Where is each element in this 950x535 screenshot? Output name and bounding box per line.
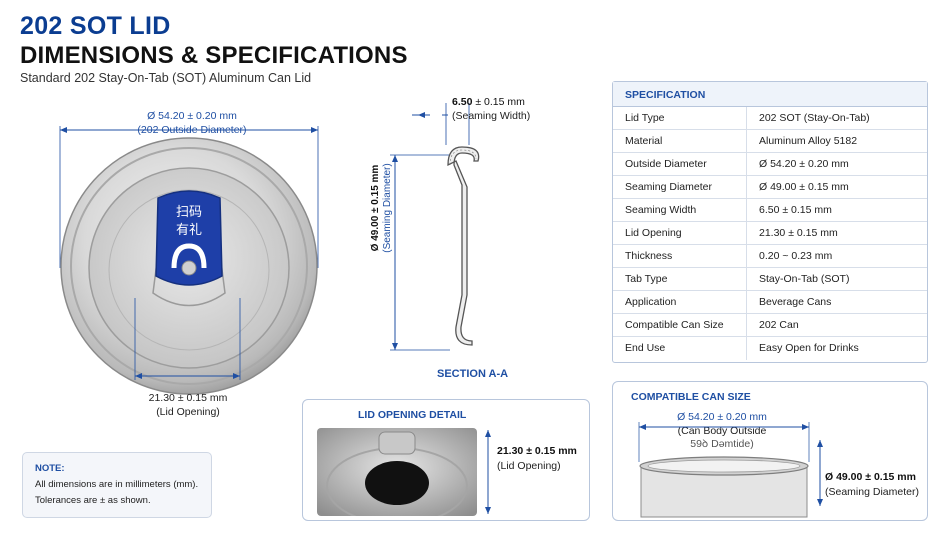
spec-value: 6.50 ± 0.15 mm [759, 204, 832, 216]
opening-detail-dimline [485, 430, 491, 514]
spec-key: Seaming Width [613, 199, 747, 221]
note-box: NOTE: All dimensions are in millimeters … [22, 452, 212, 518]
seaming-width-label: (Seaming Width) [452, 110, 531, 122]
spec-value: Aluminum Alloy 5182 [759, 135, 858, 147]
seaming-width-tol: ± 0.15 mm [475, 96, 525, 108]
opening-detail-label: (Lid Opening) [497, 460, 561, 472]
spec-value: Easy Open for Drinks [759, 342, 859, 354]
seaming-width-dim: 6.50 ± 0.15 mm [452, 96, 525, 108]
spec-row: Application Beverage Cans [613, 291, 927, 314]
spec-rows: Lid Type 202 SOT (Stay-On-Tab) Material Al… [613, 107, 927, 360]
spec-row: Tab Type Stay-On-Tab (SOT) [613, 268, 927, 291]
note-line1: All dimensions are in millimeters (mm). [35, 479, 199, 490]
compatible-diameter-value: Ø 54.20 ± 0.20 mm [677, 411, 767, 423]
page-title: 202 SOT LID [20, 12, 171, 40]
tab-text-line1: 扫码 [176, 205, 202, 220]
lid-top-view: 扫码 有礼 [59, 126, 319, 395]
spec-value: Beverage Cans [759, 296, 832, 308]
spec-key: Lid Type [613, 107, 747, 129]
spec-row: Outside Diameter Ø 54.20 ± 0.20 mm [613, 153, 927, 176]
section-caption: SECTION A-A [437, 368, 509, 380]
compatible-seaming-label: (Seaming Diameter) [825, 486, 919, 498]
spec-key: Tab Type [613, 268, 747, 290]
spec-key: End Use [613, 337, 747, 360]
section-drawing [390, 103, 480, 351]
compatible-can-panel: COMPATIBLE CAN SIZE Ø 54.20 ± 0.20 mm (C… [612, 381, 928, 521]
compatible-seaming-value: Ø 49.00 ± 0.15 mm [825, 471, 916, 483]
note-line2: Tolerances are ± as shown. [35, 495, 151, 506]
spec-key: Seaming Diameter [613, 176, 747, 198]
can-seaming-dimline [817, 440, 823, 506]
compatible-label-line2: 59ꝺ Dǝmtide) [690, 438, 754, 450]
spec-row: Lid Opening 21.30 ± 0.15 mm [613, 222, 927, 245]
spec-row: Seaming Width 6.50 ± 0.15 mm [613, 199, 927, 222]
spec-value: 202 Can [759, 319, 799, 331]
compatible-title: COMPATIBLE CAN SIZE [631, 391, 751, 403]
lid-opening-detail-title: LID OPENING DETAIL [358, 409, 467, 421]
seaming-diameter-value: Ø 49.00 ± 0.15 mm [370, 164, 381, 252]
specification-table: SPECIFICATION Lid Type 202 SOT (Stay-On-T… [612, 81, 928, 363]
seaming-diameter-label: (Seaming Diameter) [382, 163, 393, 253]
spec-value: Ø 49.00 ± 0.15 mm [759, 181, 849, 193]
spec-key: Compatible Can Size [613, 314, 747, 336]
can-body-drawing [638, 422, 810, 518]
spec-key: Lid Opening [613, 222, 747, 244]
opening-detail-value: 21.30 ± 0.15 mm [497, 445, 577, 457]
spec-row: End Use Easy Open for Drinks [613, 337, 927, 360]
spec-key: Thickness [613, 245, 747, 267]
note-title: NOTE: [35, 463, 65, 474]
spec-value: Ø 54.20 ± 0.20 mm [759, 158, 849, 170]
spec-row: Thickness 0.20 ~ 0.23 mm [613, 245, 927, 268]
specification-title: SPECIFICATION [613, 82, 927, 107]
spec-row: Compatible Can Size 202 Can [613, 314, 927, 337]
tab-text-line2: 有礼 [176, 222, 202, 238]
lid-opening-value: 21.30 ± 0.15 mm [148, 392, 228, 404]
spec-key: Application [613, 291, 747, 313]
spec-key: Material [613, 130, 747, 152]
spec-key: Outside Diameter [613, 153, 747, 175]
lid-opening-detail-panel: LID OPENING DETAIL 21.30 ± 0.15 mm (Lid … [302, 399, 590, 521]
lid-opening-photo [317, 428, 477, 516]
spec-value: Stay-On-Tab (SOT) [759, 273, 850, 285]
spec-row: Lid Type 202 SOT (Stay-On-Tab) [613, 107, 927, 130]
spec-value: 0.20 ~ 0.23 mm [759, 250, 833, 262]
seaming-width-value: 6.50 [452, 96, 473, 108]
spec-row: Material Aluminum Alloy 5182 [613, 130, 927, 153]
lid-opening-label: (Lid Opening) [156, 406, 220, 418]
compatible-label-line1: (Can Body Outside [677, 425, 767, 437]
spec-value: 21.30 ± 0.15 mm [759, 227, 838, 239]
spec-value: 202 SOT (Stay-On-Tab) [759, 112, 870, 124]
page-description: Standard 202 Stay-On-Tab (SOT) Aluminum … [20, 71, 312, 85]
page-subtitle: DIMENSIONS & SPECIFICATIONS [20, 42, 408, 69]
spec-row: Seaming Diameter Ø 49.00 ± 0.15 mm [613, 176, 927, 199]
outside-diameter-value: Ø 54.20 ± 0.20 mm [147, 110, 237, 122]
